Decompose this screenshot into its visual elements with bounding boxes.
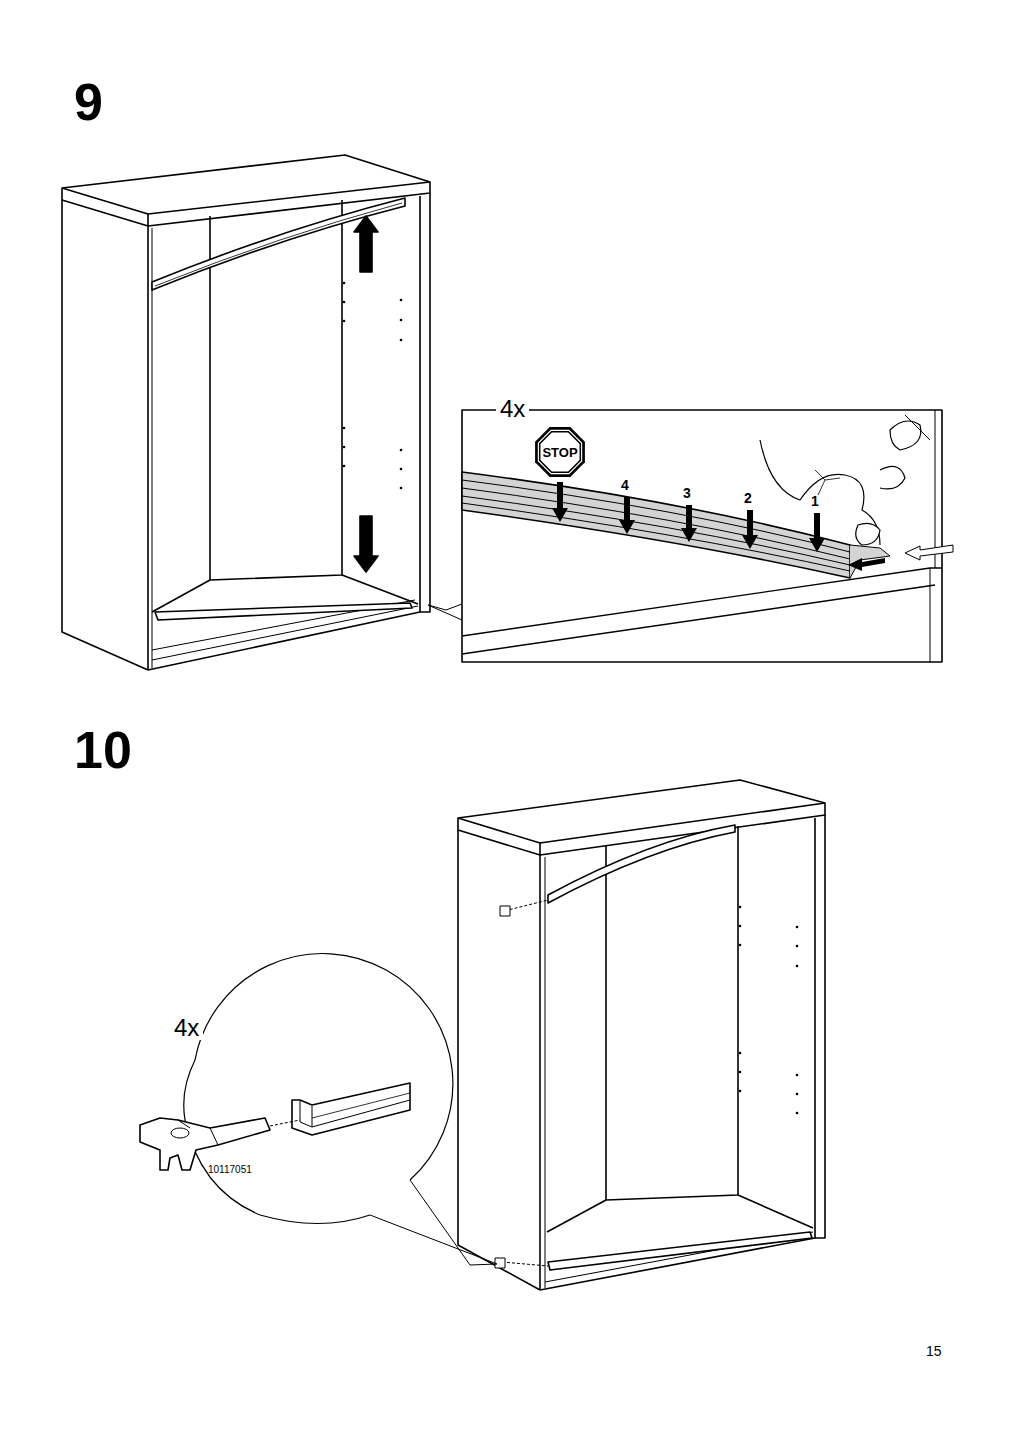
order-number: 3 [683, 486, 691, 500]
step-number: 10 [74, 724, 132, 776]
detail-box [462, 410, 953, 662]
stop-text: STOP [542, 446, 577, 459]
step-number: 9 [74, 76, 103, 128]
part-number: 10117051 [208, 1165, 252, 1175]
order-number: 1 [811, 494, 819, 508]
cabinet-step10 [458, 780, 825, 1290]
quantity-label: 4x [496, 397, 529, 421]
order-number: 2 [744, 491, 752, 505]
cabinet-step9 [62, 155, 462, 670]
zoom-circle [140, 954, 497, 1265]
order-number: 4 [621, 478, 629, 492]
quantity-label: 4x [170, 1016, 203, 1040]
page-number: 15 [926, 1344, 942, 1358]
stop-sign: STOP [532, 424, 588, 480]
